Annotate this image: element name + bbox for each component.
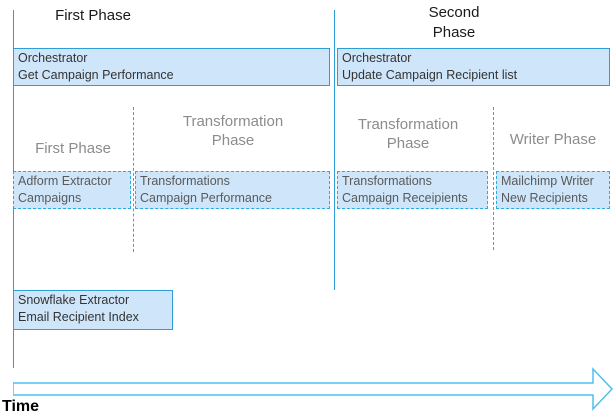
sub-phase-title-transformation-2: Transformation Phase <box>357 116 459 152</box>
node-subtitle: New Recipients <box>501 191 588 205</box>
node-subtitle: Campaign Receipients <box>342 191 468 205</box>
component-node-snowflake-extractor: Snowflake Extractor Email Recipient Inde… <box>13 290 173 330</box>
subphase-divider-line-1 <box>133 107 134 252</box>
node-subtitle: Campaign Performance <box>140 191 273 205</box>
sub-phase-title-first: First Phase <box>35 140 111 157</box>
node-subtitle: Update Campaign Recipient list <box>342 68 518 82</box>
node-subtitle: Campaigns <box>18 191 82 205</box>
node-title: Adform Extractor <box>18 174 112 188</box>
sub-phase-title-writer: Writer Phase <box>509 131 597 148</box>
component-node-transformations-performance: Transformations Campaign Performance <box>135 171 330 209</box>
component-node-mailchimp-writer: Mailchimp Writer New Recipients <box>496 171 610 209</box>
time-axis-label: Time <box>2 398 40 415</box>
subphase-divider-line-2 <box>493 107 494 250</box>
time-arrow-icon <box>13 367 614 411</box>
top-phase-title-first: First Phase <box>55 7 131 24</box>
phase-divider-line-middle <box>334 10 335 290</box>
node-title: Transformations <box>140 174 230 188</box>
node-title: Transformations <box>342 174 432 188</box>
node-subtitle: Email Recipient Index <box>18 310 139 324</box>
node-title: Orchestrator <box>18 51 88 65</box>
node-title: Mailchimp Writer <box>501 174 594 188</box>
sub-phase-title-transformation-1: Transformation Phase <box>182 113 284 149</box>
node-subtitle: Get Campaign Performance <box>18 68 174 82</box>
orchestrator-node-second-phase: Orchestrator Update Campaign Recipient l… <box>337 48 610 86</box>
component-node-transformations-recipients: Transformations Campaign Receipients <box>337 171 488 209</box>
node-title: Orchestrator <box>342 51 412 65</box>
top-phase-title-second: Second Phase <box>428 4 480 41</box>
component-node-adform-extractor: Adform Extractor Campaigns <box>13 171 131 209</box>
node-title: Snowflake Extractor <box>18 293 130 307</box>
orchestrator-node-first-phase: Orchestrator Get Campaign Performance <box>13 48 330 86</box>
